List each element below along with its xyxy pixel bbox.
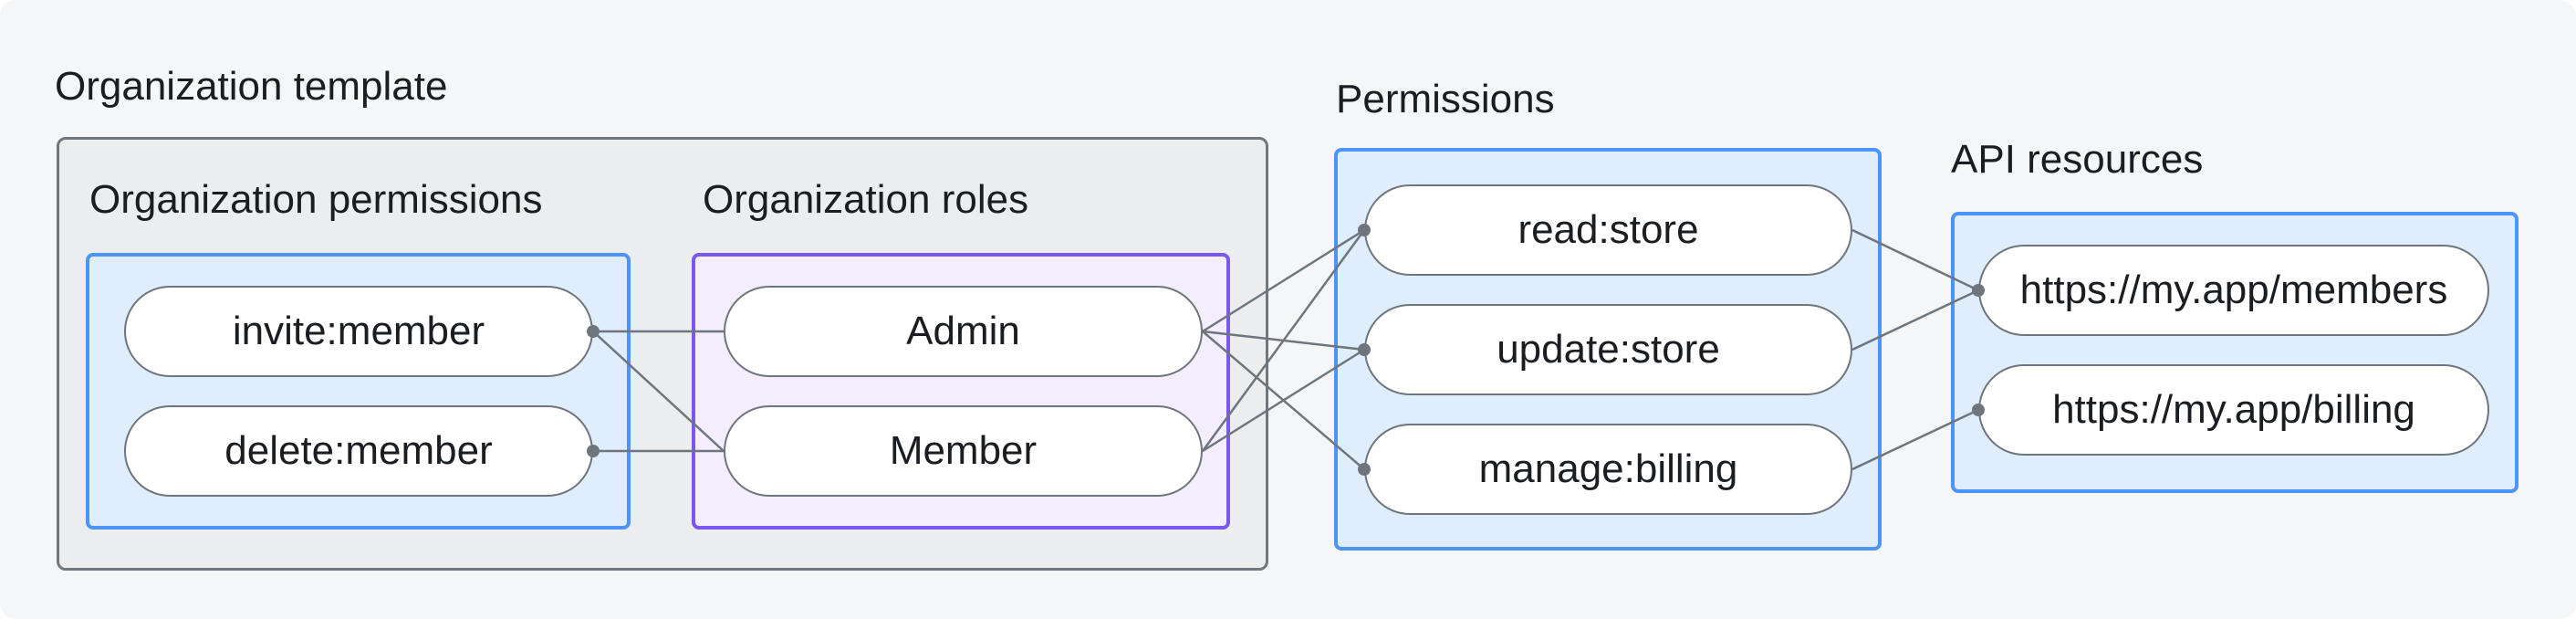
node-read-store: read:store [1364,184,1852,276]
node-invite-member: invite:member [124,286,593,377]
node-api-members: https://my.app/members [1978,245,2489,336]
permissions-title: Permissions [1336,77,1555,121]
node-delete-member: delete:member [124,405,593,497]
node-api-billing: https://my.app/billing [1978,364,2489,456]
node-admin-role: Admin [724,286,1203,377]
api-resources-title: API resources [1951,137,2204,182]
organization-template-title: Organization template [55,64,448,109]
node-update-store: update:store [1364,304,1852,395]
node-manage-billing: manage:billing [1364,424,1852,515]
organization-roles-title: Organization roles [703,177,1029,222]
node-member-role: Member [724,405,1203,497]
organization-permissions-title: Organization permissions [89,177,543,222]
